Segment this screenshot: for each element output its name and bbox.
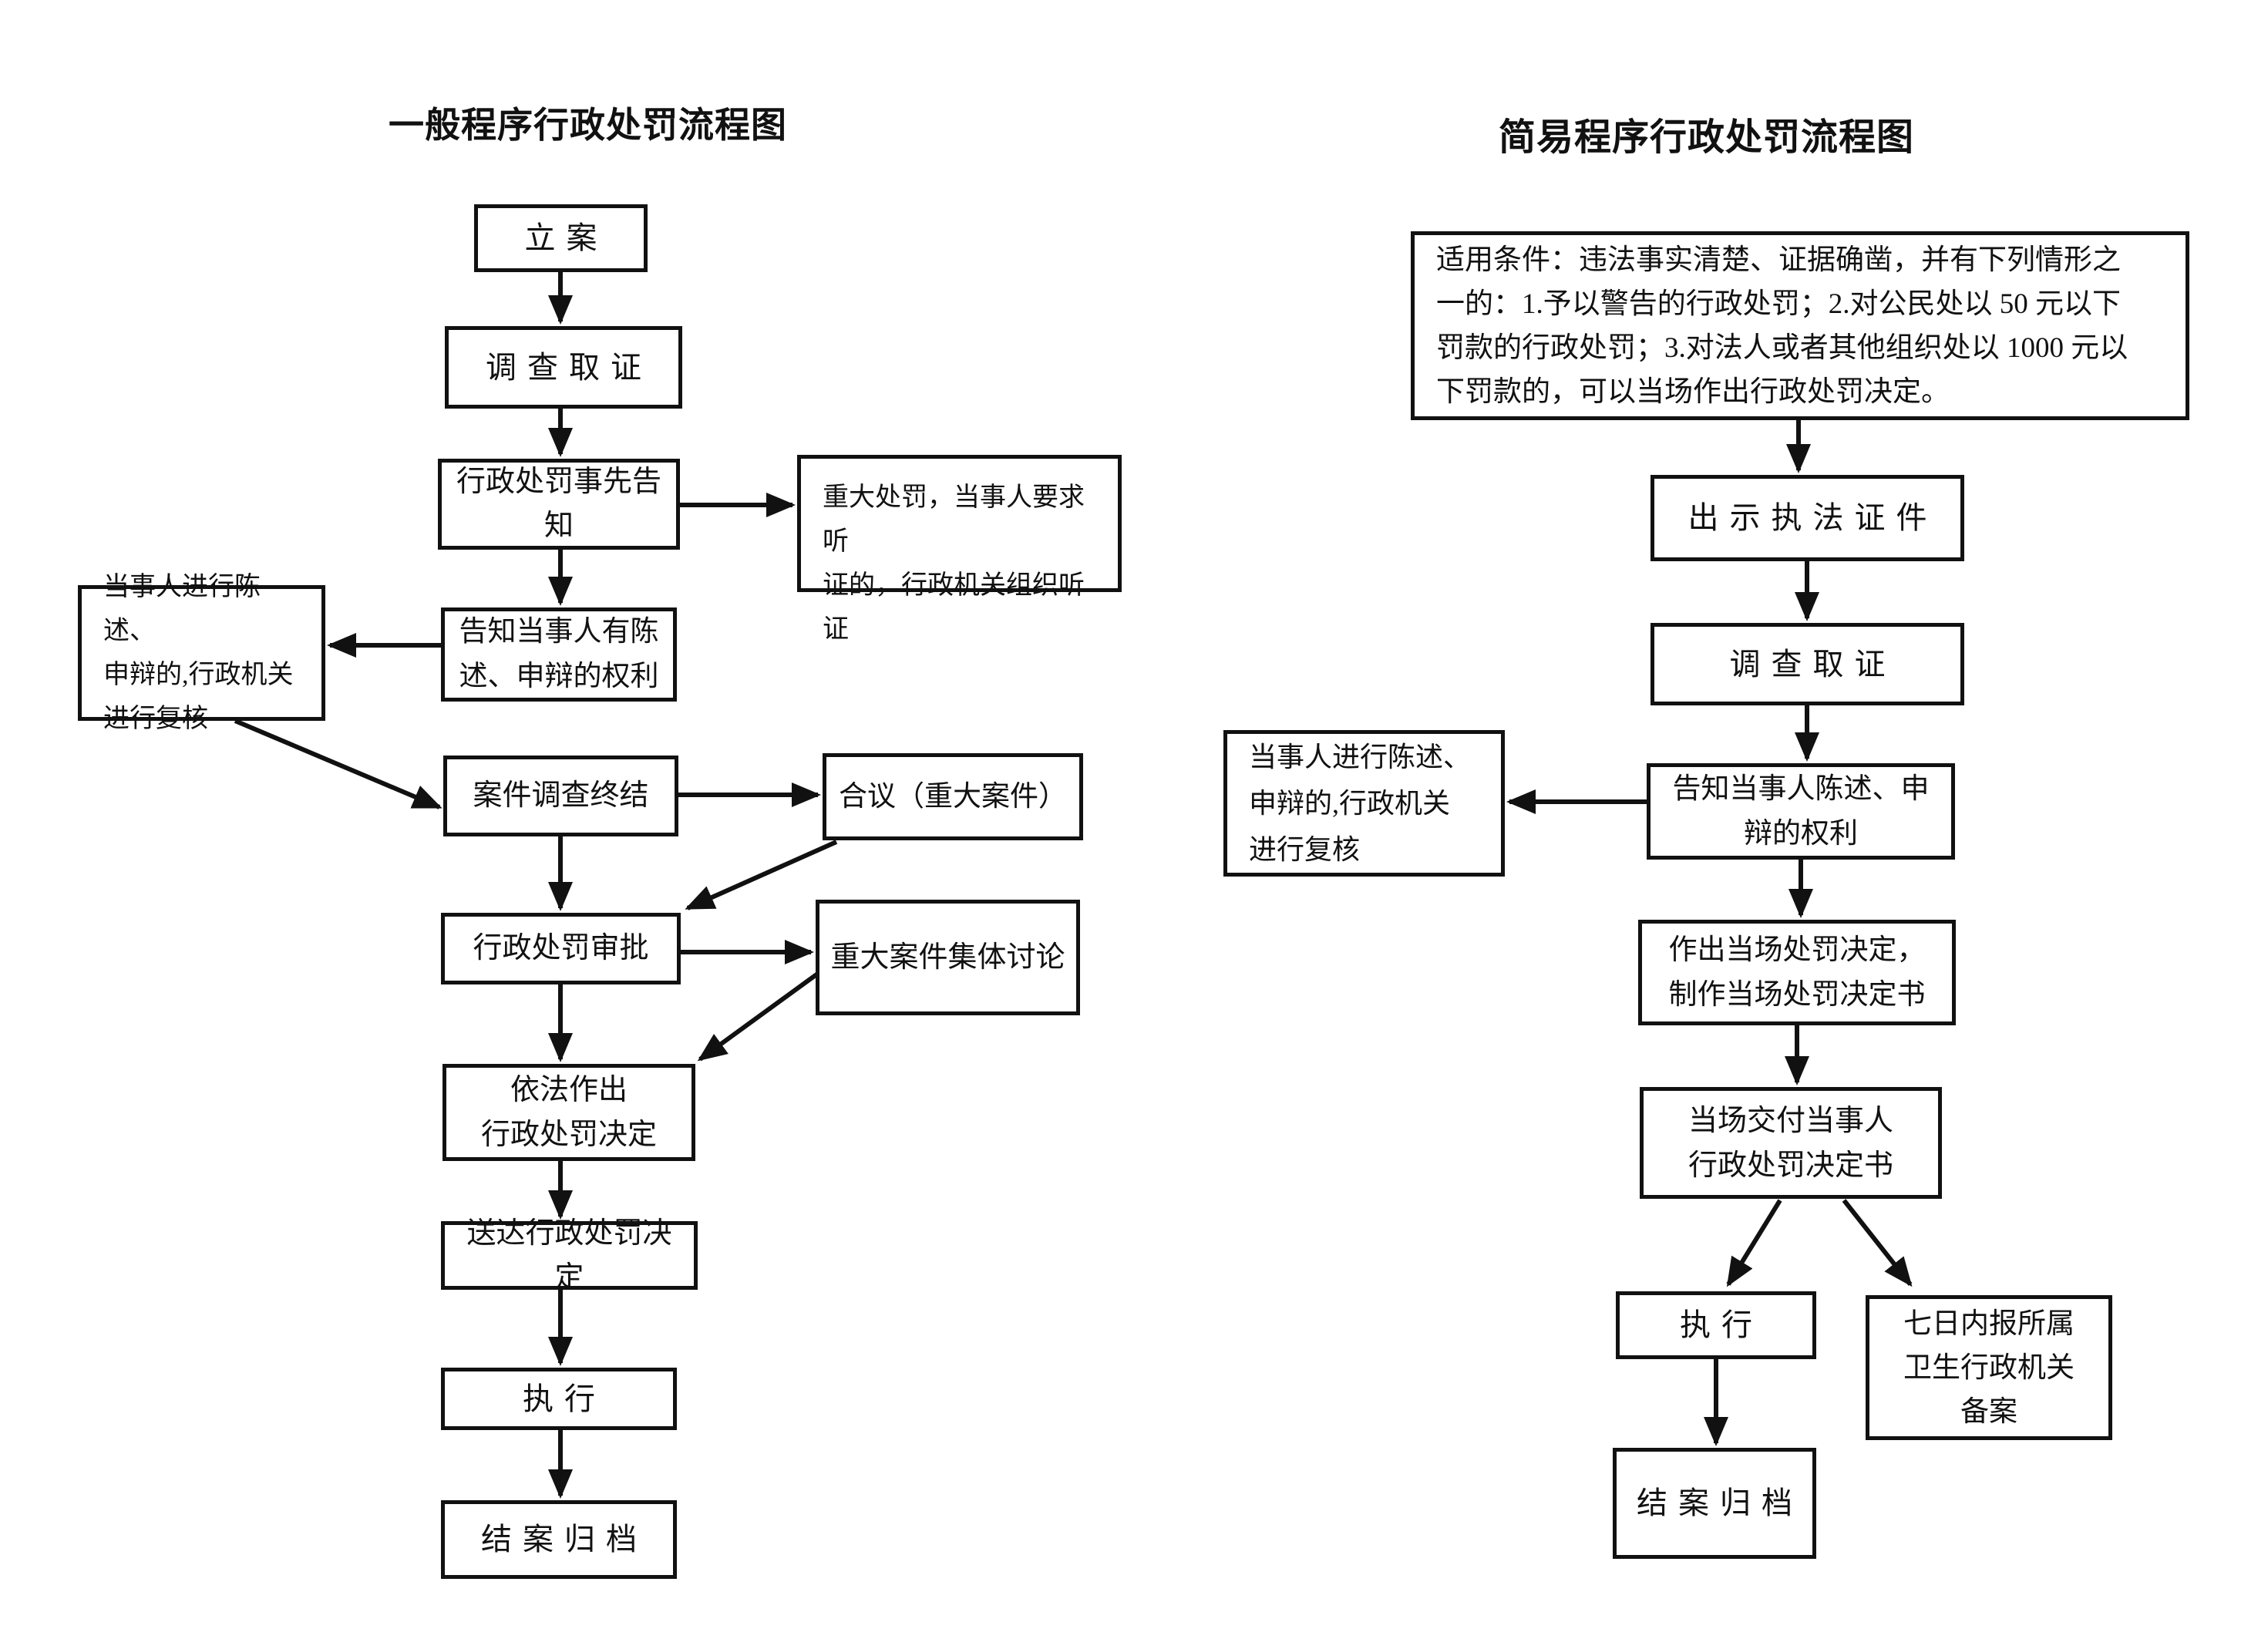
flow-edge [1842,1199,1913,1287]
flow-node-zhixing: 执行 [441,1368,677,1430]
chart-title-1: 简易程序行政处罚流程图 [1499,117,1915,158]
flow-node-label: 当场交付当事人 行政处罚决定书 [1688,1104,1893,1182]
flow-edge [697,971,820,1062]
flow-node-label: 调查取证 [1729,646,1896,682]
flow-node-chenshu-fuhe: 当事人进行陈述、 申辩的,行政机关 进行复核 [78,573,325,733]
flow-node-zhixing: 执行 [1616,1291,1816,1359]
flow-node-chenshu-fuhe: 当事人进行陈述、 申辩的,行政机关 进行复核 [1223,730,1505,877]
flow-node-jiean-guidang: 结案归档 [1613,1448,1816,1559]
flow-edge [234,719,442,809]
flow-node-label: 告知当事人有陈 述、申辩的权利 [459,616,659,692]
flow-node-shixian-gaozhi: 行政处罚事先告知 [438,459,680,550]
flow-node-label: 七日内报所属 卫生行政机关 备案 [1903,1307,2075,1428]
flow-node-dangchang-jueding: 作出当场处罚决定， 制作当场处罚决定书 [1638,920,1956,1025]
flow-node-label: 出示执法证件 [1688,500,1938,535]
flow-node-diaocha-quzheng: 调查取证 [445,326,682,409]
flow-node-label: 结案归档 [1637,1486,1803,1520]
flow-node-jiean-guidang: 结案归档 [441,1500,677,1579]
flow-node-jiaofu-juedingshu: 当场交付当事人 行政处罚决定书 [1640,1087,1942,1199]
flow-node-jiti-taolun: 重大案件集体讨论 [816,900,1080,1015]
flow-node-label: 送达行政处罚决定 [466,1217,672,1294]
flow-node-label: 合议（重大案件） [839,780,1067,813]
flow-node-tingzheng: 重大处罚，当事人要求听 证的，行政机关组织听证 [797,455,1122,644]
flow-edge [685,840,838,910]
flow-node-chufa-shenpi: 行政处罚审批 [441,913,681,984]
flow-node-shiyong-tiaojian: 适用条件：违法事实清楚、证据确凿，并有下列情形之 一的：1.予以警告的行政处罚；… [1411,231,2189,420]
flow-node-beian: 七日内报所属 卫生行政机关 备案 [1866,1295,2112,1440]
flow-node-diaocha-zhongjie: 案件调查终结 [443,756,678,836]
flow-node-songda-jueding: 送达行政处罚决定 [441,1217,698,1294]
flow-node-label: 适用条件：违法事实清楚、证据确凿，并有下列情形之 一的：1.予以警告的行政处罚；… [1436,244,2128,408]
flow-node-label: 当事人进行陈述、 申辩的,行政机关 进行复核 [103,573,294,733]
flow-node-label: 重大处罚，当事人要求听 证的，行政机关组织听证 [823,483,1085,644]
flow-node-label: 行政处罚审批 [473,932,649,964]
chart-title-0: 一般程序行政处罚流程图 [389,105,787,145]
flow-node-label: 告知当事人陈述、申 辩的权利 [1672,772,1930,850]
flow-node-chushi-zhengjian: 出示执法证件 [1651,475,1964,561]
flow-node-label: 立案 [524,220,608,255]
flow-edge [1726,1199,1782,1287]
flow-node-heyi: 合议（重大案件） [823,753,1083,840]
flow-node-label: 当事人进行陈述、 申辩的,行政机关 进行复核 [1249,742,1472,865]
flow-node-yifa-zuochu: 依法作出 行政处罚决定 [442,1064,695,1161]
flow-node-label: 重大案件集体讨论 [830,941,1065,974]
flow-node-label: 作出当场处罚决定， 制作当场处罚决定书 [1668,934,1926,1011]
flow-node-label: 依法作出 行政处罚决定 [480,1074,657,1151]
flow-node-label: 案件调查终结 [473,779,649,812]
flow-node-label: 执行 [1680,1307,1763,1342]
flow-node-label: 行政处罚事先告知 [456,466,661,542]
flow-node-gaozhi-quanli: 告知当事人陈述、申 辩的权利 [1647,763,1955,860]
flow-node-diaocha-quzheng: 调查取证 [1651,623,1964,705]
flow-node-label: 调查取证 [486,349,652,385]
flow-node-label: 结案归档 [481,1522,648,1557]
flow-node-label: 执行 [523,1381,606,1416]
flow-node-li-an: 立案 [474,204,648,272]
flow-node-gaozhi-quanli: 告知当事人有陈 述、申辩的权利 [441,607,677,702]
